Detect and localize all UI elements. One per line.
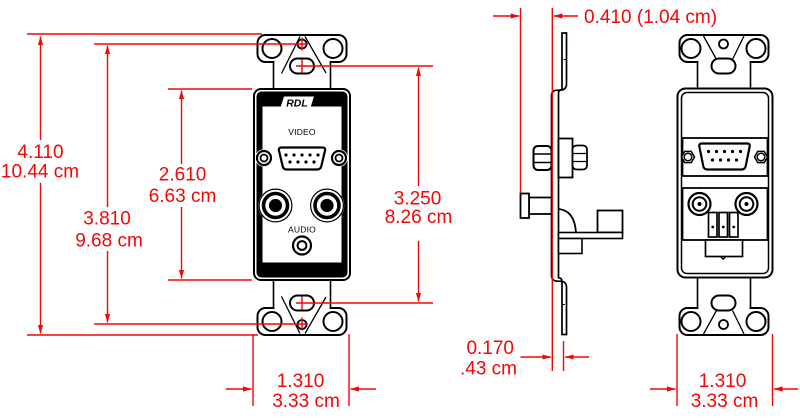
rear-plate-body: [676, 87, 774, 279]
mounting-ear-hole: [745, 38, 767, 59]
db9-pins: [706, 149, 743, 162]
front-view: RDL VIDEO: [253, 34, 351, 336]
terminal-block: [707, 211, 739, 238]
bracket-profile: [550, 32, 568, 336]
dim-slot-span-in: 3.250: [394, 189, 442, 210]
db9-pins: [284, 153, 320, 164]
dim-overall-height: 4.110 10.44 cm: [1, 36, 79, 334]
mounting-slot: [710, 294, 737, 312]
dim-front-depth: 0.410 (1.04 cm): [584, 7, 717, 28]
brand-logo-text: RDL: [286, 98, 308, 110]
audio-label: AUDIO: [288, 225, 316, 235]
mounting-screw-hole: [718, 319, 729, 330]
dim-slot-span: 3.250 8.26 cm: [385, 67, 453, 302]
mounting-ear-hole: [322, 311, 344, 332]
mounting-ear-hole: [322, 38, 344, 59]
mounting-ear-hole: [680, 38, 702, 59]
dim-panel-opening-cm: 6.63 cm: [149, 186, 217, 207]
pcb-profile: [557, 231, 624, 240]
rear-assembly-profile: [557, 208, 624, 255]
rear-bottom-mounting-tab: [678, 278, 770, 336]
db9-side-profile: [532, 137, 588, 179]
rca-jack-right: [309, 188, 345, 223]
dim-front-width: 1.310 3.33 cm: [226, 334, 376, 412]
dim-front-width-cm: 3.33 cm: [272, 391, 340, 412]
video-label: VIDEO: [288, 127, 316, 137]
mounting-ear-hole: [261, 311, 283, 332]
front-top-mounting-tab: [256, 34, 348, 90]
rear-top-mounting-tab: [678, 34, 770, 90]
mounting-ear-hole: [745, 311, 767, 332]
dim-overall-height-in: 4.110: [17, 142, 63, 163]
dim-plate-offset-in: 0.170: [466, 338, 514, 359]
rca-rear-jack-left: [686, 190, 713, 218]
terminal-block-profile: [596, 209, 624, 234]
dim-front-width-in: 1.310: [277, 371, 325, 392]
rear-view: [676, 34, 774, 336]
dim-rear-width-in: 1.310: [699, 371, 747, 392]
dimension-annotations: 4.110 10.44 cm 3.810 9.68 cm 2.610 6.63 …: [1, 7, 798, 412]
brand-logo-plate: [280, 96, 314, 109]
pcb-edge-tab: [704, 239, 744, 258]
fold-lines: [702, 310, 745, 335]
db9-jack-screw: [255, 149, 273, 167]
dim-panel-opening-in: 2.610: [159, 165, 207, 186]
dim-plate-offset: 0.170 .43 cm: [460, 338, 589, 380]
mini-jack: [291, 235, 313, 256]
dim-plate-offset-cm: .43 cm: [460, 359, 517, 380]
fold-lines: [702, 35, 745, 60]
dim-panel-opening: 2.610 6.63 cm: [149, 90, 217, 279]
mounting-screw-hole: [718, 38, 729, 50]
dim-mounting-holes-cm: 9.68 cm: [75, 231, 143, 252]
db9-rear-connector: [680, 142, 769, 171]
mounting-ear-hole: [261, 38, 283, 59]
dim-mounting-holes-in: 3.810: [83, 209, 131, 230]
dim-mounting-holes: 3.810 9.68 cm: [75, 45, 143, 323]
rca-side-profile: [519, 192, 553, 219]
dim-rear-width-cm: 3.33 cm: [691, 391, 759, 412]
wire-loop: [558, 208, 577, 233]
mounting-slot: [710, 57, 737, 75]
mounting-ear-hole: [680, 311, 702, 332]
db9-video-connector: [255, 146, 348, 171]
side-view: [519, 32, 624, 336]
dim-overall-height-cm: 10.44 cm: [1, 162, 79, 183]
dim-slot-span-cm: 8.26 cm: [385, 207, 453, 228]
dim-rear-width: 1.310 3.33 cm: [650, 334, 798, 412]
db9-jack-screw: [330, 149, 348, 167]
rca-jack-left: [258, 188, 293, 223]
rca-rear-jack-right: [733, 190, 760, 218]
front-plate-body: RDL VIDEO: [253, 88, 351, 281]
dim-front-depth: 0.410 (1.04 cm): [493, 7, 717, 371]
